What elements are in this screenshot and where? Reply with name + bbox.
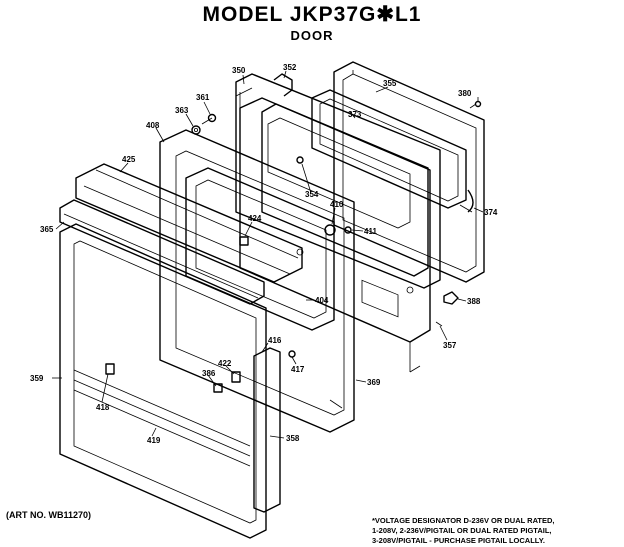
voltage-note: *VOLTAGE DESIGNATOR D-236V OR DUAL RATED… [372, 516, 620, 546]
callout-416: 416 [268, 336, 282, 345]
art-number: (ART NO. WB11270) [6, 510, 92, 520]
callout-417: 417 [291, 365, 305, 374]
callout-365: 365 [40, 225, 54, 234]
part-386-block [213, 383, 223, 393]
part-363-grommet [191, 125, 201, 135]
callout-418: 418 [96, 403, 110, 412]
part-359-front-door-frame [59, 223, 267, 539]
callout-404: 404 [315, 296, 329, 305]
callout-422: 422 [218, 359, 232, 368]
part-425-door-handle [75, 163, 303, 283]
callout-408: 408 [146, 121, 160, 130]
callout-388: 388 [467, 297, 481, 306]
callout-labels: 350 352 355 380 361 363 408 373 425 354 … [30, 63, 498, 445]
callout-374: 374 [484, 208, 498, 217]
callout-424: 424 [248, 214, 262, 223]
callout-355: 355 [383, 79, 397, 88]
part-408-door-liner [159, 129, 355, 433]
callout-373: 373 [348, 110, 362, 119]
callout-361: 361 [196, 93, 210, 102]
part-417-screw [288, 350, 296, 358]
part-365-trim-strip [59, 199, 265, 305]
part-374-spring [467, 189, 474, 213]
part-354-screw [296, 156, 304, 164]
part-352-clip [273, 73, 293, 97]
diagram-title: MODEL JKP37G✱L1 [202, 3, 422, 26]
part-360-inner-panel [239, 97, 431, 373]
callout-380: 380 [458, 89, 472, 98]
part-388-nut [443, 291, 459, 305]
part-418-bracket [105, 363, 115, 375]
callout-357: 357 [443, 341, 457, 350]
callout-352: 352 [283, 63, 297, 72]
callout-410: 410 [330, 200, 344, 209]
hardware-small-parts [105, 100, 482, 393]
leader-lines [52, 70, 484, 439]
part-380-screw [474, 100, 482, 108]
part-410-knob [324, 224, 336, 236]
part-358-side-bracket [253, 347, 281, 513]
callout-359: 359 [30, 374, 44, 383]
part-373-door-glass [311, 89, 467, 209]
callout-369: 369 [367, 378, 381, 387]
part-424-clip [239, 236, 249, 246]
callout-411: 411 [364, 227, 377, 236]
part-350-inner-door-panel [235, 73, 441, 289]
diagram-subtitle: DOOR [290, 28, 334, 43]
callout-386: 386 [202, 369, 216, 378]
part-411-fastener [344, 226, 352, 234]
voltage-note-line: 1-208V, 2-236V/PIGTAIL OR DUAL RATED PIG… [372, 526, 552, 535]
callout-419: 419 [147, 436, 161, 445]
callout-354: 354 [305, 190, 319, 199]
callout-425: 425 [122, 155, 136, 164]
voltage-note-line: 3-208V/PIGTAIL - PURCHASE PIGTAIL LOCALL… [372, 536, 545, 545]
callout-358: 358 [286, 434, 300, 443]
callout-350: 350 [232, 66, 246, 75]
voltage-note-line: *VOLTAGE DESIGNATOR D-236V OR DUAL RATED… [372, 516, 555, 525]
callout-363: 363 [175, 106, 189, 115]
part-361-screw [207, 113, 217, 123]
part-422-hinge [231, 371, 241, 383]
